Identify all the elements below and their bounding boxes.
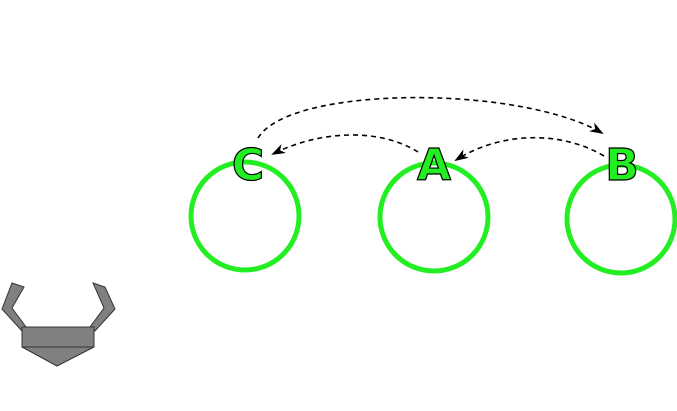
slot-circle-middle bbox=[377, 160, 491, 274]
robot-gripper-icon bbox=[1, 282, 116, 367]
gripper-right-finger bbox=[89, 282, 116, 332]
gripper-body bbox=[21, 326, 95, 348]
letter-b: B bbox=[605, 140, 639, 191]
letter-a: A bbox=[417, 140, 451, 191]
arrow-a-to-c bbox=[271, 134, 419, 155]
arrow-c-to-b bbox=[257, 96, 604, 139]
slot-circle-right bbox=[564, 162, 677, 276]
slot-circle-left bbox=[188, 159, 302, 273]
slot-right bbox=[564, 162, 677, 276]
arrow-b-to-a bbox=[454, 136, 605, 162]
slot-middle bbox=[377, 160, 491, 274]
gripper-wedge bbox=[21, 346, 95, 367]
slot-left bbox=[188, 159, 302, 273]
gripper-left-finger bbox=[1, 282, 27, 332]
letter-c: C bbox=[232, 140, 264, 191]
